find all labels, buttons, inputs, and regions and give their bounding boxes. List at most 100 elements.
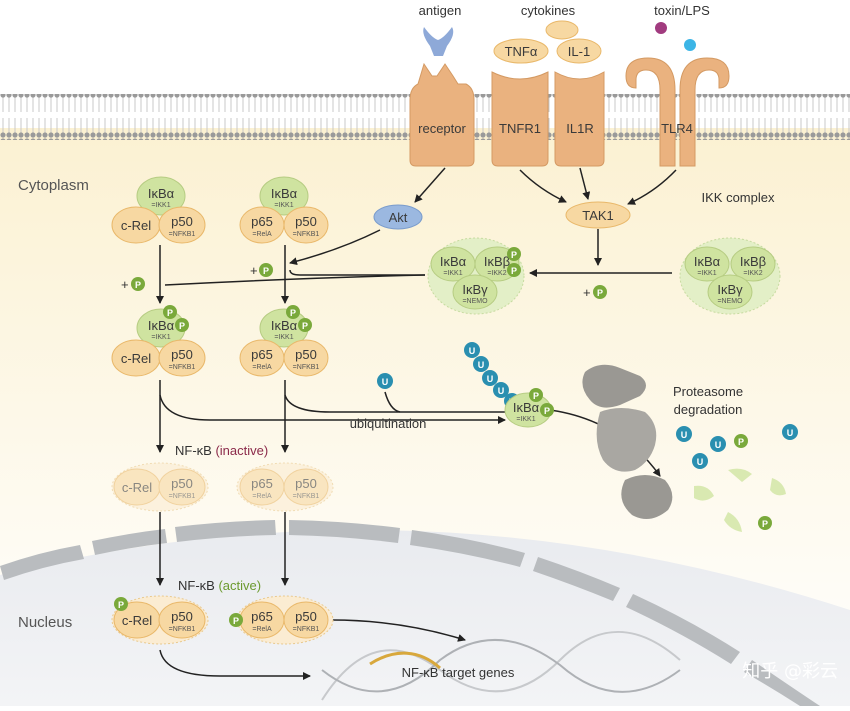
svg-text:IκBα: IκBα [271, 186, 298, 201]
svg-text:U: U [498, 386, 505, 396]
ikk-complex-active: IκBα =IKK1 IκBβ =IKK2 IκBγ =NEMO P P [427, 237, 525, 315]
svg-text:U: U [469, 346, 476, 356]
svg-text:p50: p50 [295, 609, 317, 624]
svg-text:=NEMO: =NEMO [462, 298, 488, 305]
toxin-label: toxin/LPS [654, 3, 710, 18]
svg-text:P: P [263, 266, 269, 276]
complex-p65-p50-ikba-phospho: IκBα =IKK1 P P p65 =RelA p50 =NFKB1 [239, 305, 329, 377]
svg-text:U: U [787, 428, 794, 438]
receptor-antigen: receptor [409, 62, 475, 167]
svg-text:U: U [382, 377, 389, 387]
svg-text:c-Rel: c-Rel [121, 351, 151, 366]
svg-text:=IKK2: =IKK2 [487, 270, 506, 277]
complex-crel-p50-ikba: IκBα =IKK1 c-Rel p50 =NFKB1 [111, 176, 206, 244]
receptor-il1r: IL1R [554, 71, 605, 167]
svg-text:P: P [762, 519, 768, 529]
svg-text:IκBα: IκBα [694, 254, 721, 269]
svg-text:=IKK1: =IKK1 [274, 202, 293, 209]
svg-text:IκBβ: IκBβ [740, 254, 766, 269]
tnfa-label: TNFα [505, 44, 538, 59]
complex-crel-p50-ikba-phospho: IκBα =IKK1 P P c-Rel p50 =NFKB1 [111, 305, 206, 377]
cytokines-label: cytokines [521, 3, 576, 18]
watermark: 知乎 @彩云 [742, 661, 838, 682]
ikba-ubiquitinated: IκBα =IKK1 P P [504, 388, 554, 428]
receptor-tlr4: TLR4 [625, 57, 730, 167]
svg-text:=NFKB1: =NFKB1 [293, 231, 320, 238]
svg-text:P: P [179, 321, 185, 331]
svg-text:p65: p65 [251, 347, 273, 362]
svg-text:P: P [738, 437, 744, 447]
tlr4-label: TLR4 [661, 121, 693, 136]
svg-text:IκBα: IκBα [440, 254, 467, 269]
plus-sign: + [121, 277, 129, 292]
svg-text:p50: p50 [171, 347, 193, 362]
svg-text:P: P [302, 321, 308, 331]
nfkb-crel-p50-inactive: c-Rel p50 =NFKB1 [111, 462, 209, 512]
il1r-label: IL1R [566, 121, 593, 136]
phospho-icon [131, 277, 145, 291]
nucleus-region [0, 530, 850, 706]
svg-text:IκBα: IκBα [148, 318, 175, 333]
dna-helix-icon [321, 630, 681, 701]
svg-text:U: U [478, 360, 485, 370]
svg-text:=IKK1: =IKK1 [516, 416, 535, 423]
degradation-fragments: U U U U P P [676, 424, 798, 532]
svg-text:=NFKB1: =NFKB1 [169, 626, 196, 633]
toxin-particle-icon [655, 22, 667, 34]
svg-text:c-Rel: c-Rel [122, 613, 152, 628]
svg-text:=RelA: =RelA [252, 231, 272, 238]
il1-label: IL-1 [568, 44, 590, 59]
tak1-node [565, 201, 631, 229]
svg-text:U: U [681, 430, 688, 440]
svg-text:IκBγ: IκBγ [462, 282, 488, 297]
svg-text:P: P [233, 616, 239, 626]
svg-text:p50: p50 [295, 347, 317, 362]
lps-particle-icon [684, 39, 696, 51]
cytoplasm-label: Cytoplasm [18, 177, 89, 194]
svg-text:U: U [697, 457, 704, 467]
degradation-label: degradation [674, 402, 743, 417]
ikk-complex-label: IKK complex [702, 190, 775, 205]
svg-text:c-Rel: c-Rel [122, 480, 152, 495]
svg-text:P: P [511, 266, 517, 276]
svg-text:P: P [597, 288, 603, 298]
svg-text:=NFKB1: =NFKB1 [169, 493, 196, 500]
svg-text:=IKK1: =IKK1 [697, 270, 716, 277]
svg-text:IκBα: IκBα [513, 400, 540, 415]
plus-sign: + [250, 263, 258, 278]
antigen-icon [423, 27, 454, 56]
svg-text:U: U [715, 440, 722, 450]
svg-text:=NFKB1: =NFKB1 [293, 493, 320, 500]
plus-sign: + [583, 285, 591, 300]
svg-text:p65: p65 [251, 214, 273, 229]
nfkb-p65-p50-active: p65 =RelA p50 =NFKB1 P [229, 595, 334, 645]
svg-text:=RelA: =RelA [252, 364, 272, 371]
antigen-label: antigen [419, 3, 462, 18]
svg-text:=NFKB1: =NFKB1 [169, 231, 196, 238]
target-genes-label: NF-κB target genes [402, 665, 515, 680]
phospho-icon [593, 285, 607, 299]
proteasome-icon [582, 364, 673, 519]
svg-text:IκBα: IκBα [271, 318, 298, 333]
proteasome-label: Proteasome [673, 384, 743, 399]
akt-node [373, 204, 423, 230]
svg-text:=NFKB1: =NFKB1 [293, 626, 320, 633]
svg-text:=IKK1: =IKK1 [151, 202, 170, 209]
svg-text:=IKK1: =IKK1 [443, 270, 462, 277]
svg-text:p50: p50 [171, 476, 193, 491]
tnfr1-label: TNFR1 [499, 121, 541, 136]
svg-text:P: P [544, 406, 550, 416]
svg-text:=NEMO: =NEMO [717, 298, 743, 305]
nfkb-crel-p50-active: c-Rel p50 =NFKB1 P [111, 595, 209, 645]
svg-text:p65: p65 [251, 476, 273, 491]
svg-text:P: P [118, 600, 124, 610]
nuclear-envelope [0, 520, 820, 706]
cytokine-ligand [545, 20, 579, 40]
svg-text:=IKK2: =IKK2 [743, 270, 762, 277]
svg-text:p50: p50 [171, 609, 193, 624]
nucleus-label: Nucleus [18, 614, 72, 631]
svg-text:P: P [135, 280, 141, 290]
receptor-tnfr1: TNFR1 [491, 71, 549, 167]
